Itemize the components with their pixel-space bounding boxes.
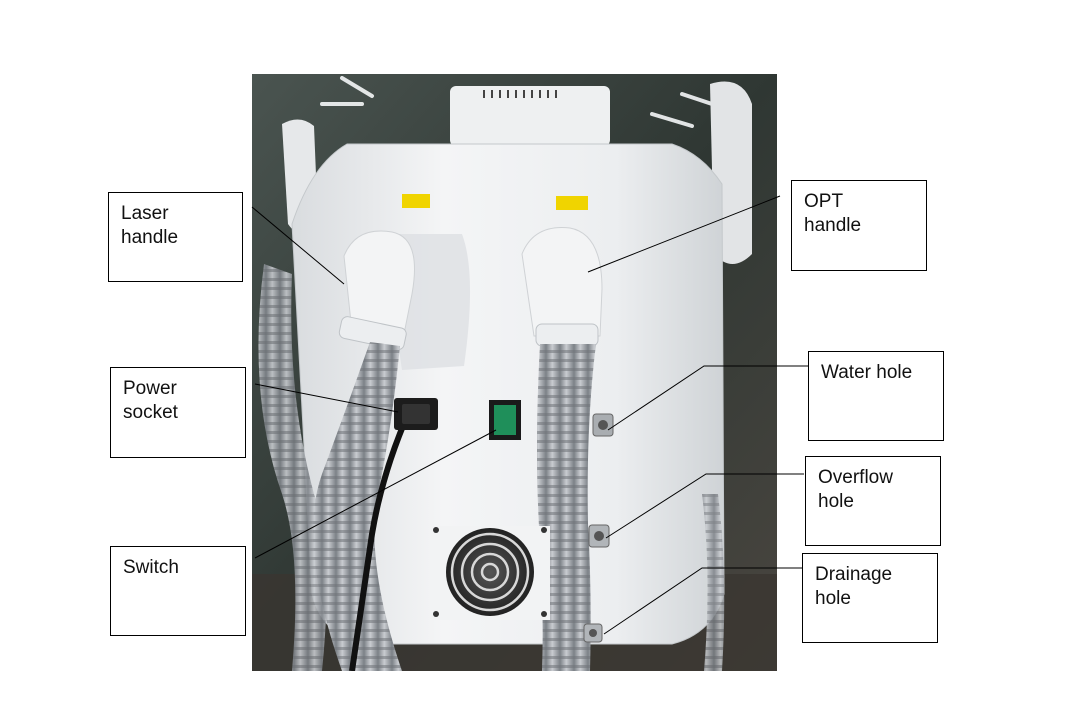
label-overflow-hole-line1: Overflow [818, 467, 893, 488]
label-water-hole-line1: Water hole [821, 362, 913, 383]
label-power-socket: Power socket [110, 367, 246, 458]
label-opt-handle-line2: handle [804, 215, 862, 236]
top-vent [450, 86, 610, 146]
ceiling-lights [320, 76, 714, 128]
label-laser-handle-line2: handle [121, 227, 179, 248]
label-opt-handle: OPT handle [791, 180, 927, 271]
label-laser-handle: Laser handle [108, 192, 243, 282]
opt-handle-shape [521, 227, 603, 337]
label-overflow-hole-line2: hole [818, 491, 854, 512]
label-switch-line1: Switch [123, 557, 179, 578]
label-drainage-hole-line1: Drainage [815, 564, 893, 585]
label-drainage-hole-line2: hole [815, 588, 851, 609]
label-switch: Switch [110, 546, 246, 636]
label-overflow-hole: Overflow hole [805, 456, 941, 546]
opt-tag [556, 196, 588, 210]
label-opt-handle-line1: OPT [804, 191, 844, 212]
label-drainage-hole: Drainage hole [802, 553, 938, 643]
label-water-hole: Water hole [808, 351, 944, 441]
fan [446, 528, 534, 616]
label-power-socket-line1: Power [123, 378, 177, 399]
device-photo [252, 74, 777, 671]
label-laser-handle-line1: Laser [121, 203, 169, 224]
laser-handle-shape [343, 230, 415, 335]
opt-hose [537, 344, 596, 671]
label-power-socket-line2: socket [123, 402, 178, 423]
laser-tag [402, 194, 430, 208]
